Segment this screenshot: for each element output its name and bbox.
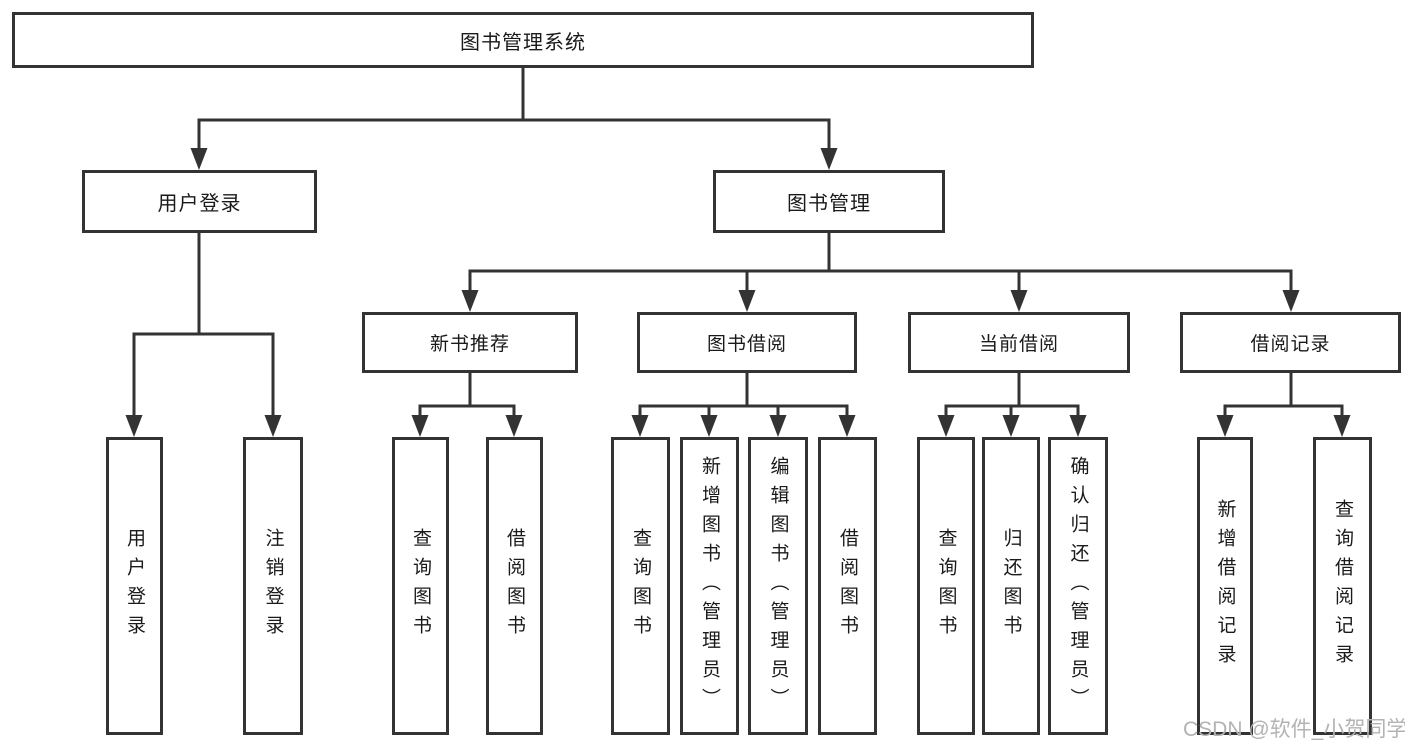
leaf-add-book-admin: 新增图书（管理员） [680,437,739,735]
node-user-login: 用户登录 [82,170,317,233]
node-label: 确认归还（管理员） [1067,455,1089,717]
node-label: 查询图书 [410,528,431,644]
node-label: 当前借阅 [978,334,1059,355]
node-borrowing-records: 借阅记录 [1180,312,1401,373]
node-label: 用户登录 [124,528,145,644]
node-label: 图书借阅 [706,334,787,355]
node-label: 查询图书 [630,528,651,644]
leaf-logout: 注销登录 [243,437,303,735]
node-label: 借阅图书 [837,528,858,644]
node-book-management: 图书管理 [713,170,945,233]
leaf-user-login: 用户登录 [106,437,163,735]
leaf-borrow-book-2: 借阅图书 [818,437,877,735]
node-label: 注销登录 [262,528,284,644]
arrowheads [125,148,1351,437]
leaf-query-book-1: 查询图书 [392,437,449,735]
node-book-borrowing: 图书借阅 [637,312,857,373]
node-label: 查询图书 [935,528,957,644]
leaf-confirm-return-admin: 确认归还（管理员） [1048,437,1108,735]
node-library-management-system: 图书管理系统 [12,12,1034,68]
leaf-query-borrow-record: 查询借阅记录 [1313,437,1372,735]
node-label: 归还图书 [1000,528,1022,644]
node-label: 新增借阅记录 [1214,499,1236,673]
node-label: 查询借阅记录 [1332,499,1353,673]
leaf-add-borrow-record: 新增借阅记录 [1197,437,1253,735]
node-label: 用户登录 [157,193,242,215]
leaf-query-book-2: 查询图书 [611,437,670,735]
node-new-book-recommend: 新书推荐 [362,312,578,373]
leaf-query-book-3: 查询图书 [917,437,975,735]
watermark: CSDN @软件_小贺同学 [1183,718,1405,741]
node-current-borrowing: 当前借阅 [908,312,1130,373]
node-label: 新增图书（管理员） [699,455,720,717]
leaf-edit-book-admin: 编辑图书（管理员） [748,437,808,735]
node-label: 新书推荐 [429,334,510,355]
leaf-borrow-book-1: 借阅图书 [486,437,543,735]
node-label: 图书管理 [787,193,871,215]
node-label: 编辑图书（管理员） [767,455,789,717]
leaf-return-book: 归还图书 [982,437,1040,735]
node-label: 借阅图书 [504,528,525,644]
node-label: 图书管理系统 [460,31,586,54]
node-label: 借阅记录 [1250,334,1331,355]
